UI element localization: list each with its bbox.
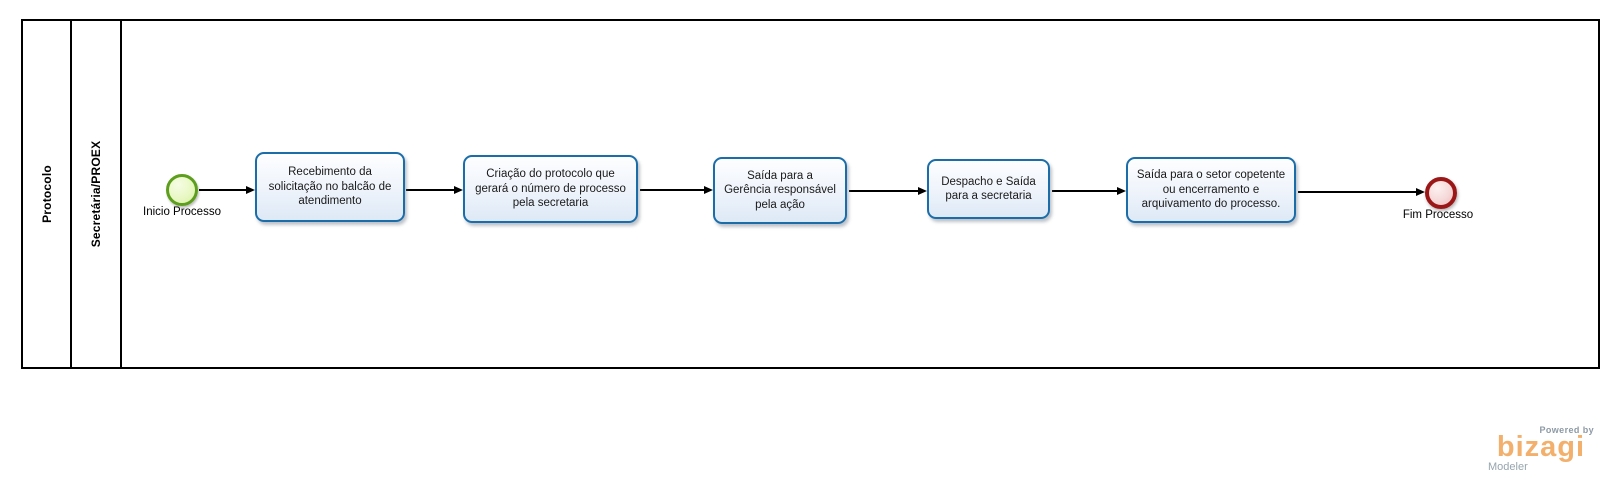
powered-by-text: Powered by	[1539, 425, 1594, 435]
lane-header: Secretária/PROEX	[72, 21, 122, 367]
start-event-circle	[166, 174, 198, 206]
task-recebimento-solicitacao: Recebimento da solicitação no balcão de …	[255, 152, 405, 222]
lane-label: Secretária/PROEX	[89, 140, 103, 248]
end-event-circle	[1425, 177, 1457, 209]
task-saida-setor-competente: Saída para o setor copetente ou encerram…	[1126, 157, 1296, 223]
start-event-label: Inicio Processo	[143, 206, 221, 218]
task-despacho-saida: Despacho e Saída para a secretaria	[927, 159, 1050, 219]
sequence-flow-3	[640, 186, 713, 194]
bizagi-modeler-text: Modeler	[1488, 461, 1528, 473]
pool-header: Protocolo	[23, 21, 72, 367]
task-criacao-protocolo: Criação do protocolo que gerará o número…	[463, 155, 638, 223]
end-event-label: Fim Processo	[1402, 209, 1474, 221]
sequence-flow-5	[1052, 187, 1126, 195]
sequence-flow-2	[406, 186, 463, 194]
task-saida-gerencia: Saída para a Gerência responsável pela a…	[713, 157, 847, 224]
bizagi-branding: Powered by bizagi Modeler	[1486, 425, 1596, 473]
bizagi-logo: bizagi	[1496, 431, 1586, 463]
sequence-flow-4	[849, 187, 927, 195]
pool-label: Protocolo	[39, 165, 54, 223]
sequence-flow-6	[1298, 188, 1425, 196]
sequence-flow-1	[199, 186, 255, 194]
